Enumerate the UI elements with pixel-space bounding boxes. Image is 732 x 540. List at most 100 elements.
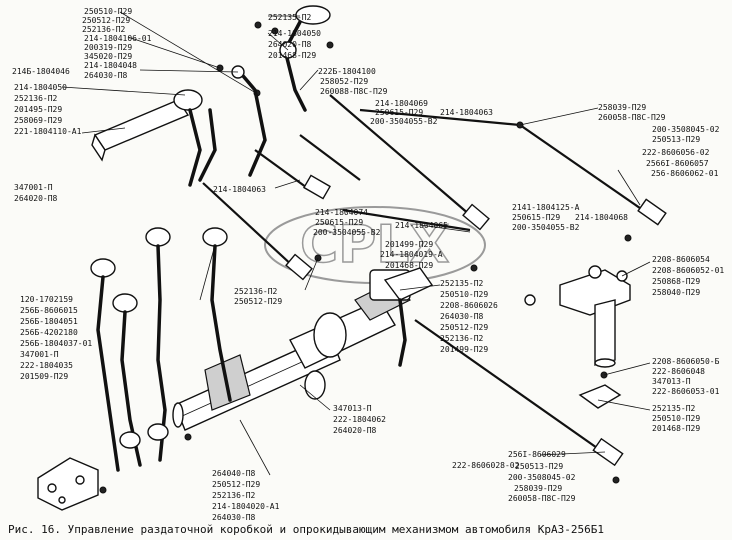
label-252136-P2-mid: 252136-П2 bbox=[234, 287, 278, 296]
label-250512-P29: 250512-П29 bbox=[82, 16, 130, 25]
label-2208-8606026: 2208-8606026 bbox=[440, 301, 498, 310]
label-2141-1804125-A: 2141-1804125-А bbox=[512, 203, 580, 212]
label-200319-P29: 200319-П29 bbox=[84, 43, 132, 52]
label-222-8606028-02: 222-8606028-02 bbox=[452, 461, 520, 470]
label-200-3508045-02-bottom: 200-3508045-02 bbox=[508, 473, 576, 482]
label-252135-P2-top: 252135-П2 bbox=[268, 13, 312, 22]
label-258052-P29: 258052-П29 bbox=[320, 77, 368, 86]
label-256B-1804037-01: 256Б-1804037-01 bbox=[20, 339, 92, 348]
label-201468-P29-right: 201468-П29 bbox=[652, 424, 700, 433]
label-2566I-8606057: 2566І-8606057 bbox=[646, 159, 709, 168]
label-214B-1804046: 214Б-1804046 bbox=[12, 67, 70, 76]
label-214-1804074: 214-1804074 bbox=[315, 208, 368, 217]
label-2208-8606050-B: 2208-8606050-Б bbox=[652, 357, 720, 366]
leader-lines bbox=[61, 11, 651, 476]
label-347001-P: 347001-П bbox=[14, 183, 53, 192]
label-200-3508045-02-top: 200-3508045-02 bbox=[652, 125, 720, 134]
label-250510-P29: 250510-П29 bbox=[84, 7, 132, 16]
label-200-3504055-V2-b: 200-3504055-В2 bbox=[313, 228, 381, 237]
label-252136-P2-bottom: 252136-П2 bbox=[212, 491, 256, 500]
label-250615-P29-c: 250615-П29 bbox=[512, 213, 560, 222]
label-256-8606062-01: 256-8606062-01 bbox=[651, 169, 719, 178]
label-222-1804062: 222-1804062 bbox=[333, 415, 386, 424]
label-214-1804068: 214-1804068 bbox=[575, 213, 628, 222]
label-252135-P2-right: 252135-П2 bbox=[652, 404, 696, 413]
label-347001-P-bottom: 347001-П bbox=[20, 350, 59, 359]
label-347013-P-mid: 347013-П bbox=[333, 404, 372, 413]
label-214-1804019-A: 214-1804019-А bbox=[380, 250, 443, 259]
label-214-1804065: 214-1804065 bbox=[395, 221, 448, 230]
connecting-rods bbox=[202, 94, 667, 484]
label-256I-8606029: 256І-8606029 bbox=[508, 450, 566, 459]
label-264030-P8-mid: 264030-П8 bbox=[440, 312, 484, 321]
label-260058-P8S-P29-top: 260058-П8С-П29 bbox=[598, 113, 666, 122]
label-214-1804063-mid: 214-1804063 bbox=[213, 185, 266, 194]
label-120-1702159: 120-1702159 bbox=[20, 295, 73, 304]
label-214-1804048: 214-1804048 bbox=[84, 61, 137, 70]
label-264030-P8: 264030-П8 bbox=[84, 71, 128, 80]
label-201468-P29-mid: 201468-П29 bbox=[385, 261, 433, 270]
label-221-1804110-A1: 221-1804110-А1 bbox=[14, 127, 82, 136]
label-200-3504055-V2-a: 200-3504055-В2 bbox=[370, 117, 438, 126]
label-345020-P29: 345020-П29 bbox=[84, 52, 132, 61]
middle-bracket bbox=[314, 254, 478, 367]
label-214-1804069: 214-1804069 bbox=[375, 99, 428, 108]
label-201468-P29-top: 201468-П29 bbox=[268, 51, 316, 60]
label-252136-P2-mid2: 252136-П2 bbox=[440, 334, 484, 343]
label-258039-P29-bottom: 258039-П29 bbox=[514, 484, 562, 493]
label-250510-P29-right: 250510-П29 bbox=[652, 414, 700, 423]
right-bracket-assembly bbox=[524, 265, 631, 409]
label-260088-P8S-P29: 260088-П8С-П29 bbox=[320, 87, 388, 96]
label-250868-P29: 250868-П29 bbox=[652, 277, 700, 286]
base-bracket bbox=[37, 457, 99, 511]
label-264020-P8-left: 264020-П8 bbox=[14, 194, 58, 203]
upper-left-shaft bbox=[91, 64, 261, 187]
label-214-1804020-A1: 214-1804020-А1 bbox=[212, 502, 280, 511]
figure-caption: Рис. 16. Управление раздаточной коробкой… bbox=[8, 523, 604, 536]
label-222B-1804100: 222Б-1804100 bbox=[318, 67, 376, 76]
label-201499-P29-mid2: 201499-П29 bbox=[440, 345, 488, 354]
label-258039-P29-top: 258039-П29 bbox=[598, 103, 646, 112]
label-250512-P29-mid: 250512-П29 bbox=[234, 297, 282, 306]
label-214-1804106-01: 214-1804106-01 bbox=[84, 34, 152, 43]
label-256B-8606015: 256Б-8606015 bbox=[20, 306, 78, 315]
label-201495-P29: 201495-П29 bbox=[14, 105, 62, 114]
label-256B-1804051: 256Б-1804051 bbox=[20, 317, 78, 326]
label-250512-P29-mid2: 250512-П29 bbox=[440, 323, 488, 332]
label-264040-P8: 264040-П8 bbox=[212, 469, 256, 478]
label-347013-P-right: 347013-П bbox=[652, 377, 691, 386]
label-252136-P2: 252136-П2 bbox=[82, 25, 126, 34]
label-264020-P8-mid: 264020-П8 bbox=[333, 426, 377, 435]
hand-levers bbox=[90, 227, 232, 494]
label-258069-P29: 258069-П29 bbox=[14, 116, 62, 125]
label-252135-P2-mid: 252135-П2 bbox=[440, 279, 484, 288]
label-214-1804050-top: 214-1804050 bbox=[268, 29, 321, 38]
label-252136-P2-left: 252136-П2 bbox=[14, 94, 58, 103]
label-250615-P29-a: 250615-П29 bbox=[375, 108, 423, 117]
label-214-1804050-left: 214-1804050 bbox=[14, 83, 67, 92]
label-222-8606056-02: 222-8606056-02 bbox=[642, 148, 710, 157]
label-250513-P29-bottom: 250513-П29 bbox=[515, 462, 563, 471]
label-222-8606053-01: 222-8606053-01 bbox=[652, 387, 720, 396]
label-258040-P29: 258040-П29 bbox=[652, 288, 700, 297]
label-250512-P29-bottom: 250512-П29 bbox=[212, 480, 260, 489]
label-200-3504055-V2-c: 200-3504055-В2 bbox=[512, 223, 580, 232]
part-labels: 250510-П29 250512-П29 252136-П2 214-1804… bbox=[12, 7, 724, 522]
label-214-1804063-right: 214-1804063 bbox=[440, 108, 493, 117]
label-201509-P29: 201509-П29 bbox=[20, 372, 68, 381]
label-222-1804035: 222-1804035 bbox=[20, 361, 73, 370]
label-250513-P29-top: 250513-П29 bbox=[652, 135, 700, 144]
label-264020-P8-top: 264020-П8 bbox=[268, 40, 312, 49]
label-222-8606048: 222-8606048 bbox=[652, 367, 705, 376]
label-260058-P8S-P29-bottom: 260058-П8С-П29 bbox=[508, 494, 576, 503]
label-264030-P8-bottom: 264030-П8 bbox=[212, 513, 256, 522]
main-shaft-assembly bbox=[172, 269, 411, 431]
label-250510-P29-mid: 250510-П29 bbox=[440, 290, 488, 299]
label-256B-4202180: 256Б-4202180 bbox=[20, 328, 78, 337]
label-2208-8606054: 2208-8606054 bbox=[652, 255, 710, 264]
label-250615-P29-b: 250615-П29 bbox=[315, 218, 363, 227]
label-2208-8606052-01: 2208-8606052-01 bbox=[652, 266, 724, 275]
label-201499-P29-mid: 201499-П29 bbox=[385, 240, 433, 249]
